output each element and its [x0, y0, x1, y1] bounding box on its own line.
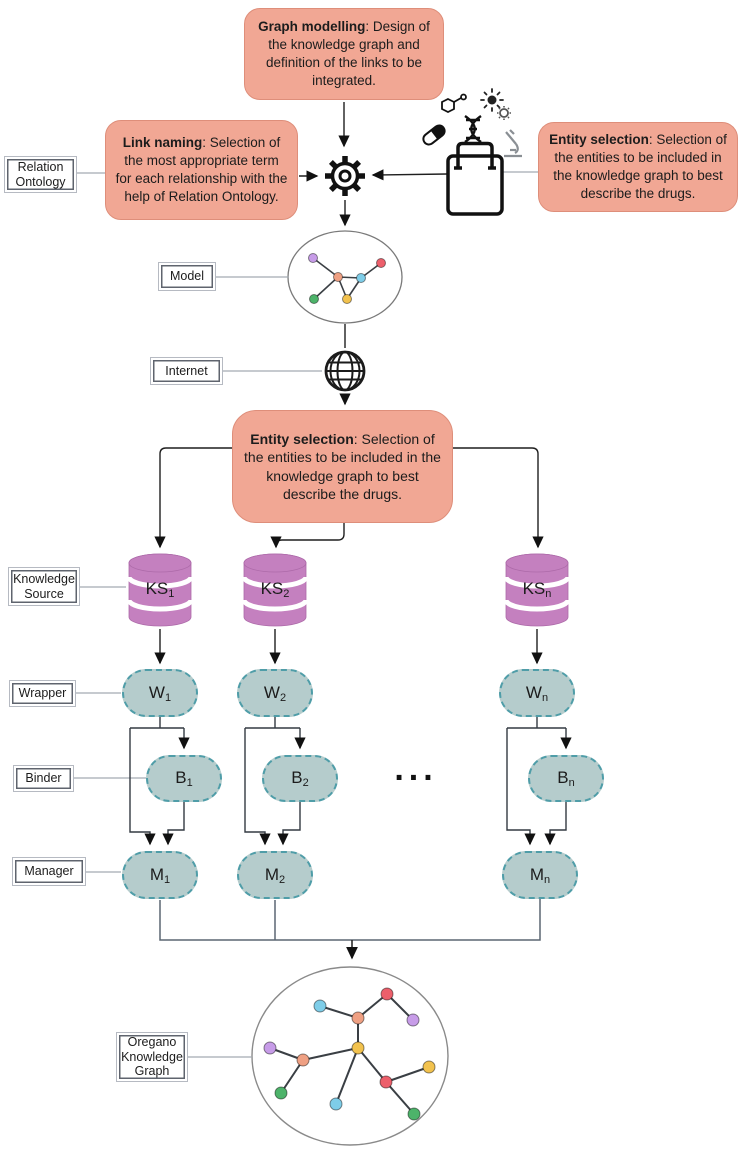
- manager-tag: Manager: [12, 857, 86, 886]
- manager-node-1: M1: [122, 851, 198, 899]
- virus-icon: [480, 88, 511, 120]
- binder-tag: Binder: [13, 765, 74, 792]
- knowledge-source-cylinder-2: KS2: [241, 553, 309, 627]
- entity-selection-right-callout: Entity selection: Selection of the entit…: [538, 122, 738, 212]
- link-naming-callout: Link naming: Selection of the most appro…: [105, 120, 298, 220]
- dna-icon: [464, 115, 482, 143]
- col2-b-out: [277, 802, 301, 846]
- converge-rail: [159, 898, 541, 941]
- graph-modelling-text: Graph modelling: Design of the knowledge…: [258, 19, 430, 88]
- gear-icon: [325, 156, 365, 196]
- model-mini-graph: [308, 253, 386, 304]
- wrapper-node-2: W2: [237, 669, 313, 717]
- model-ellipse: [287, 230, 403, 324]
- col1-stem: [130, 717, 184, 729]
- molecule-icon: [441, 93, 467, 114]
- entity-selection-mid-text: Entity selection: Selection of the entit…: [244, 430, 441, 502]
- ks1-label: KS1: [145, 579, 175, 600]
- pill-icon: [422, 124, 446, 146]
- col2-stem: [245, 717, 300, 729]
- coln-stem: [507, 717, 566, 729]
- ellipsis-dots: ...: [394, 750, 438, 788]
- manager-node-n: Mn: [502, 851, 578, 899]
- wrapper-node-1: W1: [122, 669, 198, 717]
- relation-ontology-tag: Relation Ontology: [4, 156, 77, 193]
- binder-node-2: B2: [262, 755, 338, 802]
- database-icon: [241, 553, 309, 627]
- wrapper-node-n: Wn: [499, 669, 575, 717]
- model-tag: Model: [158, 262, 216, 291]
- knowledge-source-cylinder-n: KSn: [503, 553, 571, 627]
- arrow-entitybox-ksn: [453, 447, 544, 549]
- arrow-entitybox-ks2: [270, 523, 345, 549]
- coln-b-out: [544, 802, 567, 846]
- microscope-icon: [504, 129, 522, 158]
- internet-tag: Internet: [150, 357, 223, 385]
- entity-selection-mid-callout: Entity selection: Selection of the entit…: [232, 410, 453, 523]
- arrow-entitybox-ks1: [154, 447, 232, 549]
- coln-bypass: [506, 728, 536, 846]
- col2-bypass: [244, 728, 271, 846]
- ksn-label: KSn: [522, 579, 552, 600]
- link-naming-text: Link naming: Selection of the most appro…: [115, 135, 288, 204]
- drug-bag-icon: [422, 88, 522, 216]
- manager-converge: [159, 898, 541, 960]
- col1-b-out: [162, 802, 185, 846]
- globe-icon: [324, 350, 366, 392]
- oregano-graph-ellipse: [251, 966, 449, 1146]
- knowledge-source-cylinder-1: KS1: [126, 553, 194, 627]
- ks2-label: KS2: [260, 579, 290, 600]
- graph-modelling-callout: Graph modelling: Design of the knowledge…: [244, 8, 444, 100]
- oregano-knowledge-graph: [263, 987, 436, 1121]
- database-icon: [126, 553, 194, 627]
- knowledge-source-tag: Knowledge Source: [8, 567, 80, 606]
- binder-node-n: Bn: [528, 755, 604, 802]
- database-icon: [503, 553, 571, 627]
- entity-selection-right-text: Entity selection: Selection of the entit…: [549, 132, 727, 201]
- manager-node-2: M2: [237, 851, 313, 899]
- oregano-knowledge-graph-tag: Oregano Knowledge Graph: [116, 1032, 188, 1082]
- binder-node-1: B1: [146, 755, 222, 802]
- wrapper-tag: Wrapper: [9, 680, 76, 707]
- bag-icon: [446, 141, 504, 216]
